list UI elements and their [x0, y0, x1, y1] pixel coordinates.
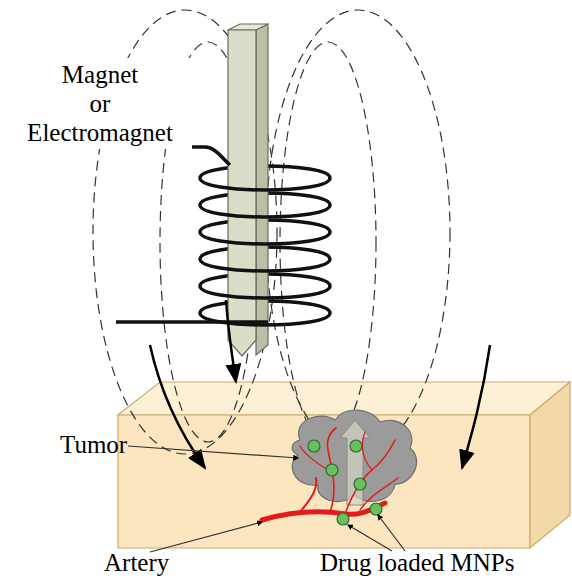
coil-winding — [200, 178, 330, 190]
tissue-block — [118, 382, 570, 548]
coil-winding — [200, 205, 330, 217]
field-arrows — [150, 300, 490, 468]
coil-front — [115, 147, 330, 325]
coil-winding — [200, 232, 330, 244]
magnet-label: Magnet or Electromagnet — [8, 58, 192, 149]
tumor-label: Tumor — [60, 430, 130, 459]
leader-lines — [128, 446, 405, 552]
coil-winding — [200, 313, 330, 325]
coil-winding — [200, 286, 330, 298]
coil-winding — [200, 259, 330, 271]
nanoparticles — [308, 440, 382, 525]
blood-vessels — [262, 428, 398, 520]
artery-label: Artery — [104, 548, 194, 577]
mnp-label: Drug loaded MNPs — [320, 548, 570, 577]
